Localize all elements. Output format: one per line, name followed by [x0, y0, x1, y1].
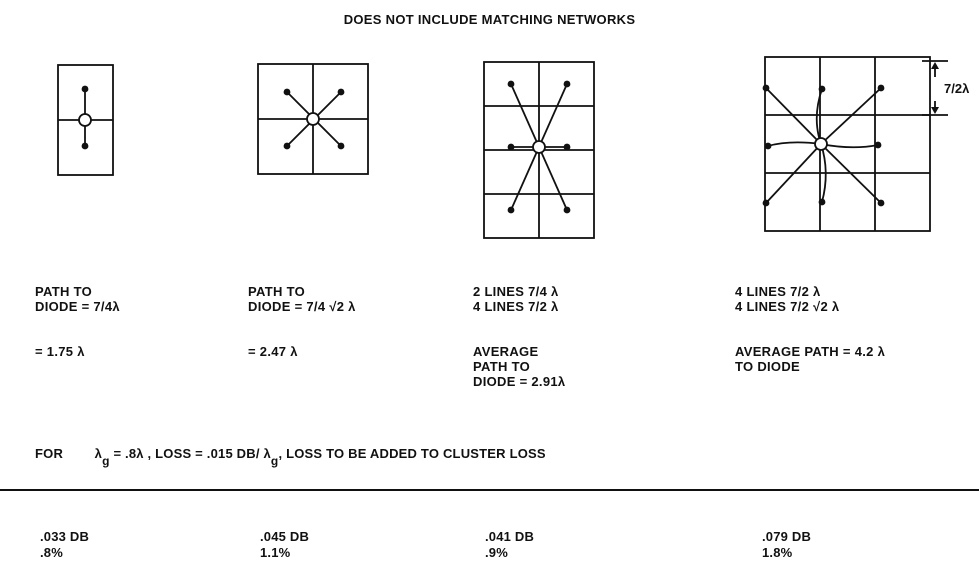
config-1-caption: PATH TO DIODE = 7/4λ: [35, 284, 120, 314]
config-3-result: .041 DB .9%: [485, 529, 534, 561]
config-3-caption: 2 LINES 7/4 λ 4 LINES 7/2 λ: [473, 284, 559, 314]
config-2-result: .045 DB 1.1%: [260, 529, 309, 561]
caption-line: DIODE = 7/4λ: [35, 299, 120, 314]
config-1-grid: [57, 64, 114, 176]
config-4-grid: [764, 56, 948, 232]
result-pct: .9%: [485, 545, 509, 560]
value-line: = 2.47 λ: [248, 344, 298, 359]
config-1-result: .033 DB .8%: [40, 529, 89, 561]
result-pct: 1.8%: [762, 545, 793, 560]
config-4-result: .079 DB 1.8%: [762, 529, 811, 561]
result-pct: 1.1%: [260, 545, 291, 560]
divider-line: [0, 489, 979, 491]
result-db: .033 DB: [40, 529, 90, 544]
config-2-value: = 2.47 λ: [248, 344, 298, 359]
caption-line: DIODE = 7/4 √2 λ: [248, 299, 356, 314]
formula-line: FOR λg = .8λ , LOSS = .015 DB/ λg, LOSS …: [35, 446, 546, 468]
caption-line: 4 LINES 7/2 √2 λ: [735, 299, 840, 314]
formula-subscript: g: [270, 454, 279, 468]
formula-equation: = .8λ , LOSS = .015 DB/ λ: [113, 446, 271, 461]
formula-subscript: g: [102, 454, 110, 468]
config-2-caption: PATH TO DIODE = 7/4 √2 λ: [248, 284, 356, 314]
result-db: .079 DB: [762, 529, 812, 544]
result-db: .045 DB: [260, 529, 310, 544]
value-line: AVERAGE PATH = 4.2 λ: [735, 344, 886, 359]
caption-line: 4 LINES 7/2 λ: [735, 284, 821, 299]
dimension-label: 7/2λ: [944, 81, 970, 96]
value-line: TO DIODE: [735, 359, 801, 374]
caption-line: 4 LINES 7/2 λ: [473, 299, 559, 314]
caption-line: PATH TO: [35, 284, 92, 299]
config-3-grid: [483, 61, 595, 239]
config-1-value: = 1.75 λ: [35, 344, 85, 359]
config-2-grid: [257, 63, 369, 175]
page-title: DOES NOT INCLUDE MATCHING NETWORKS: [343, 12, 636, 27]
value-line: AVERAGE: [473, 344, 539, 359]
caption-line: 2 LINES 7/4 λ: [473, 284, 559, 299]
value-line: = 1.75 λ: [35, 344, 85, 359]
config-3-value: AVERAGE PATH TO DIODE = 2.91λ: [473, 344, 565, 389]
formula-lambda: λ: [94, 446, 103, 461]
result-db: .041 DB: [485, 529, 535, 544]
caption-line: PATH TO: [248, 284, 305, 299]
value-line: DIODE = 2.91λ: [473, 374, 566, 389]
formula-tail: , LOSS TO BE ADDED TO CLUSTER LOSS: [278, 446, 546, 461]
config-4-caption: 4 LINES 7/2 λ 4 LINES 7/2 √2 λ: [735, 284, 839, 314]
value-line: PATH TO: [473, 359, 530, 374]
config-4-value: AVERAGE PATH = 4.2 λ TO DIODE: [735, 344, 885, 374]
result-pct: .8%: [40, 545, 64, 560]
formula-lead: FOR: [35, 446, 64, 461]
